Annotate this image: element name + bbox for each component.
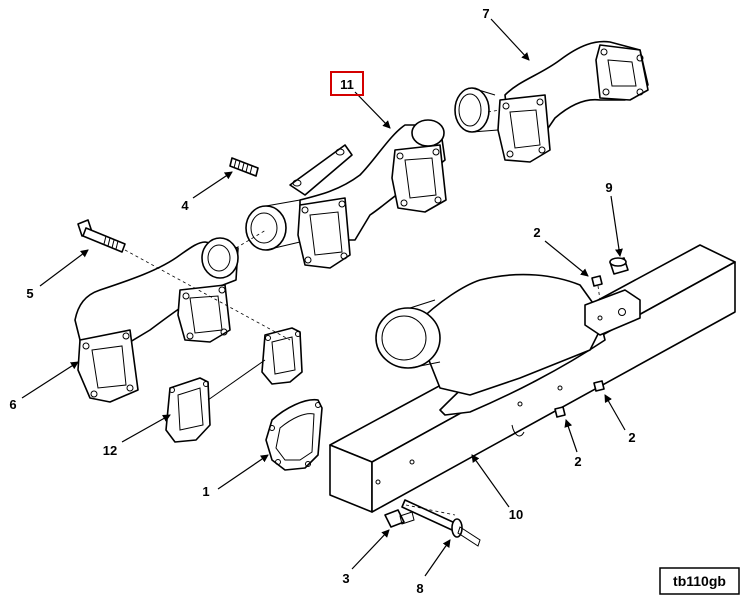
callout-labels: 1 2 2 2 3 4 5 6 7 8 9 10 12 11 bbox=[9, 6, 635, 596]
manifold-section-part-11 bbox=[245, 119, 447, 269]
manifold-section-part-6 bbox=[74, 237, 239, 403]
plug-part-2-b bbox=[593, 380, 605, 392]
manifold-body-part-10 bbox=[329, 244, 736, 513]
gasket-part-12 bbox=[165, 327, 303, 443]
drawing-id: tb110gb bbox=[673, 573, 726, 589]
callout-6: 6 bbox=[9, 397, 16, 412]
callout-8: 8 bbox=[416, 581, 423, 596]
manifold-section-part-7 bbox=[454, 40, 649, 163]
callout-2-c: 2 bbox=[574, 454, 581, 469]
callout-4: 4 bbox=[181, 198, 189, 213]
callout-3: 3 bbox=[342, 571, 349, 586]
bolt-part-5 bbox=[77, 219, 126, 253]
callout-11: 11 bbox=[340, 77, 354, 92]
callout-5: 5 bbox=[26, 286, 33, 301]
bolt-part-3 bbox=[384, 509, 415, 528]
callout-11-highlight-box bbox=[330, 71, 364, 96]
callout-2-a: 2 bbox=[533, 225, 540, 240]
callout-2-b: 2 bbox=[628, 430, 635, 445]
callout-1: 1 bbox=[202, 484, 209, 499]
callout-7: 7 bbox=[482, 6, 489, 21]
callout-10: 10 bbox=[509, 507, 523, 522]
plug-part-9 bbox=[609, 257, 629, 275]
screw-part-8 bbox=[401, 499, 481, 547]
drawing-id-box: tb110gb bbox=[659, 567, 740, 595]
gasket-part-1 bbox=[265, 398, 323, 471]
alignment-lines bbox=[124, 109, 501, 516]
plug-part-2-c bbox=[554, 406, 566, 418]
leader-arrows bbox=[21, 18, 626, 577]
callout-9: 9 bbox=[605, 180, 612, 195]
plug-part-2-a bbox=[591, 275, 603, 301]
stud-part-4 bbox=[229, 157, 259, 177]
callout-12: 12 bbox=[103, 443, 117, 458]
